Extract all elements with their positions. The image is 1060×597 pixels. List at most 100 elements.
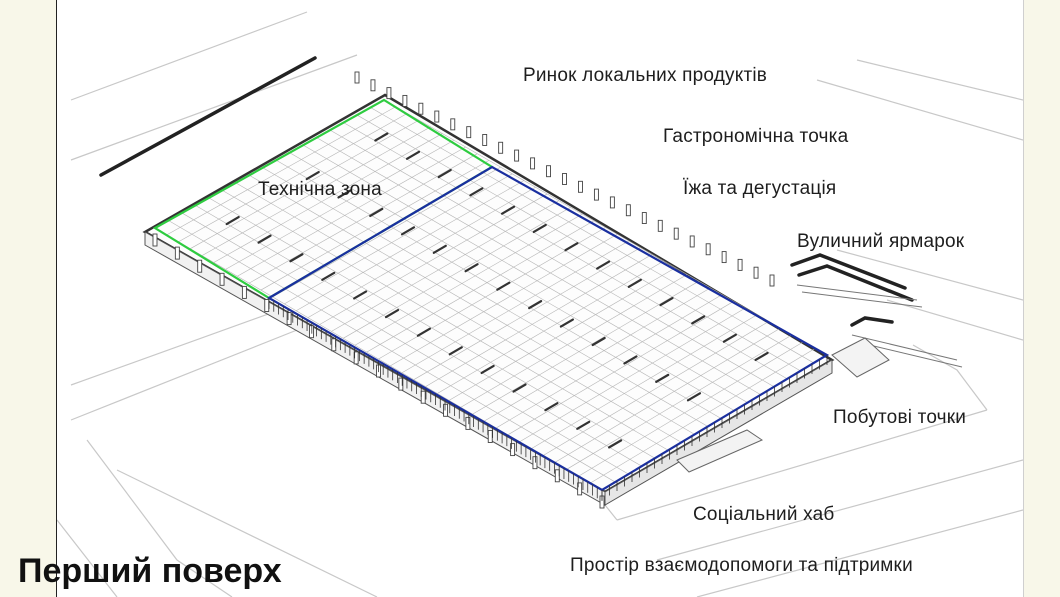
grid-line [296, 180, 525, 311]
label-household-services: Побутові точки [833, 407, 967, 428]
post [420, 390, 426, 404]
truss-marker [686, 392, 702, 402]
grid-line [235, 182, 682, 443]
post [386, 87, 392, 100]
grid-line [289, 152, 735, 411]
grid-line [331, 200, 560, 332]
grid-line [213, 133, 443, 263]
grid-line [472, 280, 699, 415]
label-social-hub: Соціальний хаб [693, 504, 835, 525]
label-tech-zone: Технічна зона [258, 179, 382, 200]
grid-line [222, 190, 669, 451]
post [510, 443, 516, 457]
post [286, 312, 292, 326]
truss-marker [544, 402, 559, 412]
post [609, 196, 615, 209]
grid-line [178, 113, 408, 243]
post [753, 266, 759, 279]
truss-marker [691, 315, 706, 325]
grid-line [225, 140, 455, 270]
grid-line [495, 294, 723, 429]
truss-marker [659, 296, 674, 307]
grid-line [543, 321, 769, 456]
post [657, 219, 663, 232]
base-side-right [604, 359, 833, 506]
post [514, 149, 520, 162]
grid-line [260, 160, 490, 291]
post [532, 456, 538, 470]
site-outlines [57, 11, 1023, 597]
floor-grid [154, 99, 828, 491]
grid-line [208, 197, 656, 459]
grid-line [460, 274, 688, 408]
front-facade-hatching [268, 298, 828, 501]
truss-marker [623, 355, 638, 365]
post [487, 430, 493, 443]
post [331, 338, 337, 352]
post [450, 118, 456, 131]
isometric-floor-plan [57, 11, 1023, 597]
truss-marker [754, 351, 769, 362]
truss-marker [596, 260, 611, 270]
truss-marker [289, 253, 304, 263]
grid-line [566, 334, 793, 470]
slide-canvas: Ринок локальних продуктів Гастрономічна … [56, 0, 1024, 597]
truss-marker [559, 318, 574, 328]
label-mutual-aid-space: Простір взаємодопомоги та підтримки [570, 555, 913, 576]
grid-line [190, 119, 420, 249]
label-gastro-point: Гастрономічна точка [663, 126, 849, 147]
grid-line [319, 193, 548, 325]
post [465, 416, 471, 430]
truss-marker [655, 373, 670, 383]
label-street-fair: Вуличний ярмарок [797, 231, 965, 252]
grid-line [262, 167, 709, 427]
label-food-tasting: Їжа та дегустація [683, 178, 837, 199]
post [370, 79, 376, 92]
truss-marker [591, 336, 606, 347]
grid-line [507, 301, 734, 436]
post [562, 173, 567, 185]
truss-marker [405, 150, 421, 160]
post [578, 180, 583, 193]
truss-marker [532, 223, 547, 234]
grid-line [437, 260, 664, 394]
grid-line [307, 186, 536, 318]
street-hatching [796, 284, 963, 368]
grid-line [356, 114, 801, 372]
truss-marker [432, 244, 447, 254]
post [197, 259, 203, 273]
truss-marker [722, 333, 737, 343]
truss-marker [627, 278, 642, 288]
grid-line [554, 327, 781, 463]
post [264, 299, 270, 312]
post [466, 126, 472, 139]
grid-line [484, 287, 711, 422]
grid-line [448, 267, 676, 401]
truss-marker [469, 187, 484, 197]
truss-marker [576, 420, 591, 430]
grid-line [181, 212, 629, 475]
post [625, 204, 631, 217]
post [769, 274, 775, 287]
grid-line [370, 107, 814, 364]
post [353, 351, 359, 365]
truss-marker [437, 168, 452, 179]
grid-line [578, 341, 804, 477]
truss-marker [353, 290, 368, 300]
grid-line [248, 153, 478, 284]
grid-line [343, 207, 571, 339]
post [546, 165, 551, 178]
grid-line [590, 348, 816, 484]
post [593, 188, 599, 201]
truss-marker [384, 308, 400, 319]
post [721, 251, 727, 264]
grid-line [531, 314, 758, 449]
grid-line [425, 254, 653, 387]
truss-marker [400, 226, 416, 236]
post [482, 134, 488, 146]
truss-marker [564, 242, 579, 252]
post [219, 272, 225, 286]
grid-line [249, 175, 695, 435]
post [530, 157, 536, 170]
post [402, 94, 408, 107]
